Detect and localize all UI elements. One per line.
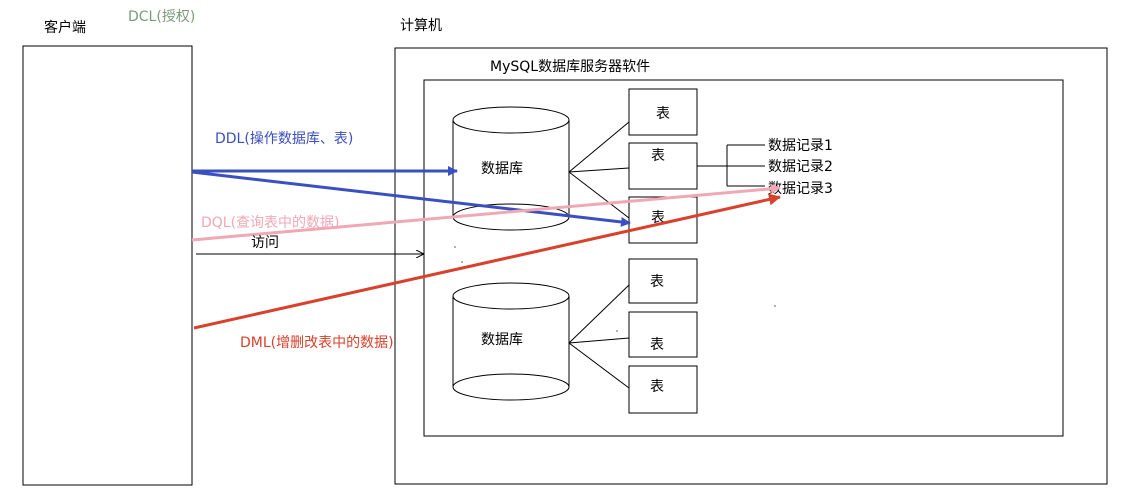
computer-label: 计算机 <box>400 18 442 34</box>
table-label: 表 <box>651 148 665 164</box>
connector-line <box>568 337 630 344</box>
record-label-3: 数据记录3 <box>768 181 833 197</box>
database-label-2: 数据库 <box>481 332 523 348</box>
ddl-label: DDL(操作数据库、表) <box>215 131 353 147</box>
access-label: 访问 <box>251 235 279 251</box>
stray-dot <box>774 305 776 307</box>
table-label: 表 <box>656 106 670 122</box>
dql-arrow <box>191 183 781 242</box>
record-label-1: 数据记录1 <box>768 138 833 154</box>
table-box: 表 <box>628 258 698 304</box>
table-box: 表 <box>628 88 698 136</box>
table-label: 表 <box>650 274 664 290</box>
ddl-arrow <box>191 166 631 227</box>
server-box <box>423 79 1064 437</box>
computer-box <box>394 47 1108 485</box>
table-label: 表 <box>650 337 664 353</box>
table-label: 表 <box>650 379 664 395</box>
record-label-2: 数据记录2 <box>768 159 833 175</box>
client-box <box>22 45 193 486</box>
stray-dot <box>461 261 463 263</box>
database-cylinder-2: 数据库 <box>452 282 570 401</box>
records-bracket <box>697 144 765 187</box>
connector-line <box>568 121 630 173</box>
server-label: MySQL数据库服务器软件 <box>490 59 650 75</box>
table-box: 表 <box>628 142 698 190</box>
database-cylinder-1: 数据库 <box>452 106 570 231</box>
connector-line <box>568 167 630 173</box>
stray-dot <box>454 246 456 248</box>
stray-dot <box>616 330 618 332</box>
connector-line <box>568 284 630 344</box>
table-box: 表 <box>628 365 698 414</box>
table-box: 表 <box>628 311 698 358</box>
connector-line <box>568 171 630 219</box>
dml-arrow <box>193 193 781 330</box>
dcl-label: DCL(授权) <box>128 9 195 25</box>
connector-line <box>568 342 630 389</box>
table-box: 表 <box>628 196 698 244</box>
dql-label: DQL(查询表中的数据) <box>201 215 340 231</box>
dml-label: DML(增删改表中的数据) <box>240 335 394 351</box>
database-label-1: 数据库 <box>481 161 523 177</box>
client-label: 客户端 <box>44 19 86 36</box>
